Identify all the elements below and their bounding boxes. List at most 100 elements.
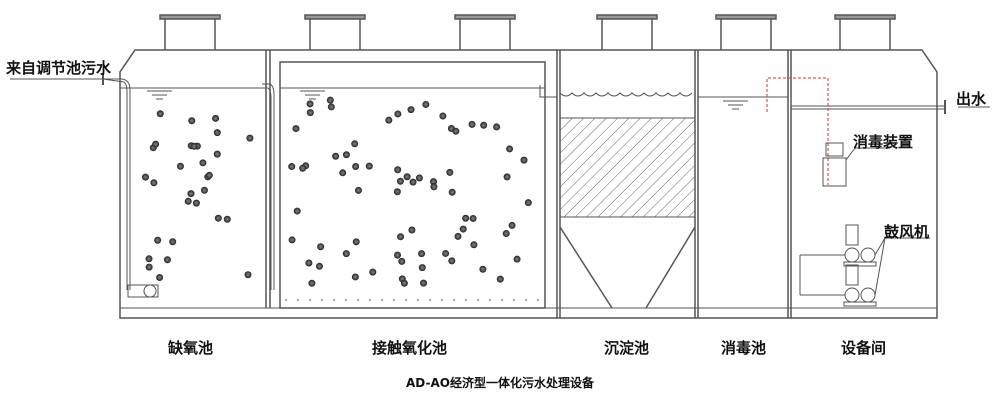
bubble (452, 127, 460, 135)
bubble (448, 257, 456, 265)
bubble (199, 159, 207, 167)
bubble (141, 173, 149, 181)
bubble (393, 188, 401, 196)
bubble (352, 162, 360, 170)
bubble (446, 168, 454, 176)
disinfection-tank (822, 157, 847, 187)
bubble (156, 110, 164, 118)
dosing-pump-icon (825, 142, 844, 157)
bubble (246, 134, 254, 142)
bubble (351, 140, 359, 148)
inclined-tube-packing (559, 117, 696, 218)
bubble (418, 250, 426, 258)
bubble (365, 162, 373, 170)
bubble (205, 171, 213, 179)
bubble (430, 183, 438, 191)
bubble (154, 236, 162, 244)
bubble (176, 162, 184, 170)
bubble (223, 215, 231, 223)
bubble (454, 232, 462, 240)
bubble (188, 117, 196, 125)
bubble (403, 173, 411, 181)
bubble (397, 233, 405, 241)
bubble (212, 114, 220, 122)
bubble (508, 221, 516, 229)
tank-outline (119, 49, 938, 319)
disinfection-device-label: 消毒装置 (853, 133, 914, 151)
bubble (506, 145, 514, 153)
outlet-label: 出水 (956, 90, 987, 108)
bubble (352, 238, 360, 246)
bubble (169, 238, 177, 246)
bubble (190, 142, 198, 150)
bubble (470, 241, 478, 249)
bubble (415, 174, 423, 182)
bubble (496, 275, 504, 283)
section-label-contact-oxidation: 接触氧化池 (372, 339, 448, 357)
bubble (308, 279, 316, 287)
aeration-bubbles (141, 96, 532, 287)
bubble (394, 251, 402, 259)
blower-label: 鼓风机 (884, 223, 930, 241)
bubble (187, 190, 195, 198)
bubble (306, 109, 314, 117)
bubble (145, 263, 153, 271)
bubble (288, 163, 296, 171)
manholes (159, 14, 896, 50)
bubble (326, 96, 334, 104)
bubble (462, 214, 470, 222)
bubble (192, 199, 200, 207)
bubble (342, 250, 350, 258)
bubble (409, 178, 417, 186)
bubble (468, 120, 476, 128)
bubble (479, 265, 487, 273)
bubble (394, 166, 402, 174)
bubble (152, 140, 160, 148)
bubble (327, 103, 335, 111)
bubble (293, 207, 301, 215)
bubble (156, 273, 164, 281)
bubble (339, 169, 347, 177)
bubble (407, 106, 415, 114)
bubble (184, 197, 192, 205)
bubble (400, 279, 408, 287)
bubble (145, 255, 153, 263)
bubble (292, 125, 300, 133)
bubble (288, 236, 296, 244)
bubble (150, 179, 158, 187)
bubble (354, 186, 362, 194)
bubble (299, 164, 307, 172)
bubble (394, 110, 402, 118)
bubble (213, 129, 221, 137)
bubble (305, 259, 313, 267)
bubble (503, 173, 511, 181)
bubble (315, 262, 323, 270)
section-label-disinfection: 消毒池 (721, 339, 767, 357)
diagram-title: AD-AO经济型一体化污水处理设备 (406, 376, 594, 390)
bubble (418, 264, 426, 272)
bubble (342, 151, 350, 159)
bubble (200, 186, 208, 194)
bubble (524, 199, 532, 207)
bubble (513, 255, 521, 263)
bubble (163, 256, 171, 264)
bubble (244, 271, 252, 279)
bubble (213, 150, 221, 158)
water-level-icons (147, 90, 748, 110)
bubble (332, 152, 340, 160)
blower-icons (799, 224, 930, 307)
bubble (317, 243, 325, 251)
bubble (385, 116, 393, 124)
bubble (502, 230, 510, 238)
bubble (439, 112, 447, 120)
bubble (351, 273, 359, 281)
section-label-equipment-room: 设备间 (841, 339, 887, 357)
section-label-anoxic: 缺氧池 (168, 339, 214, 357)
bubble (420, 279, 428, 287)
bubble (422, 100, 430, 108)
bubble (214, 214, 222, 222)
bubble (430, 178, 438, 186)
bubble (306, 100, 314, 108)
section-label-settling: 沉淀池 (604, 339, 650, 357)
